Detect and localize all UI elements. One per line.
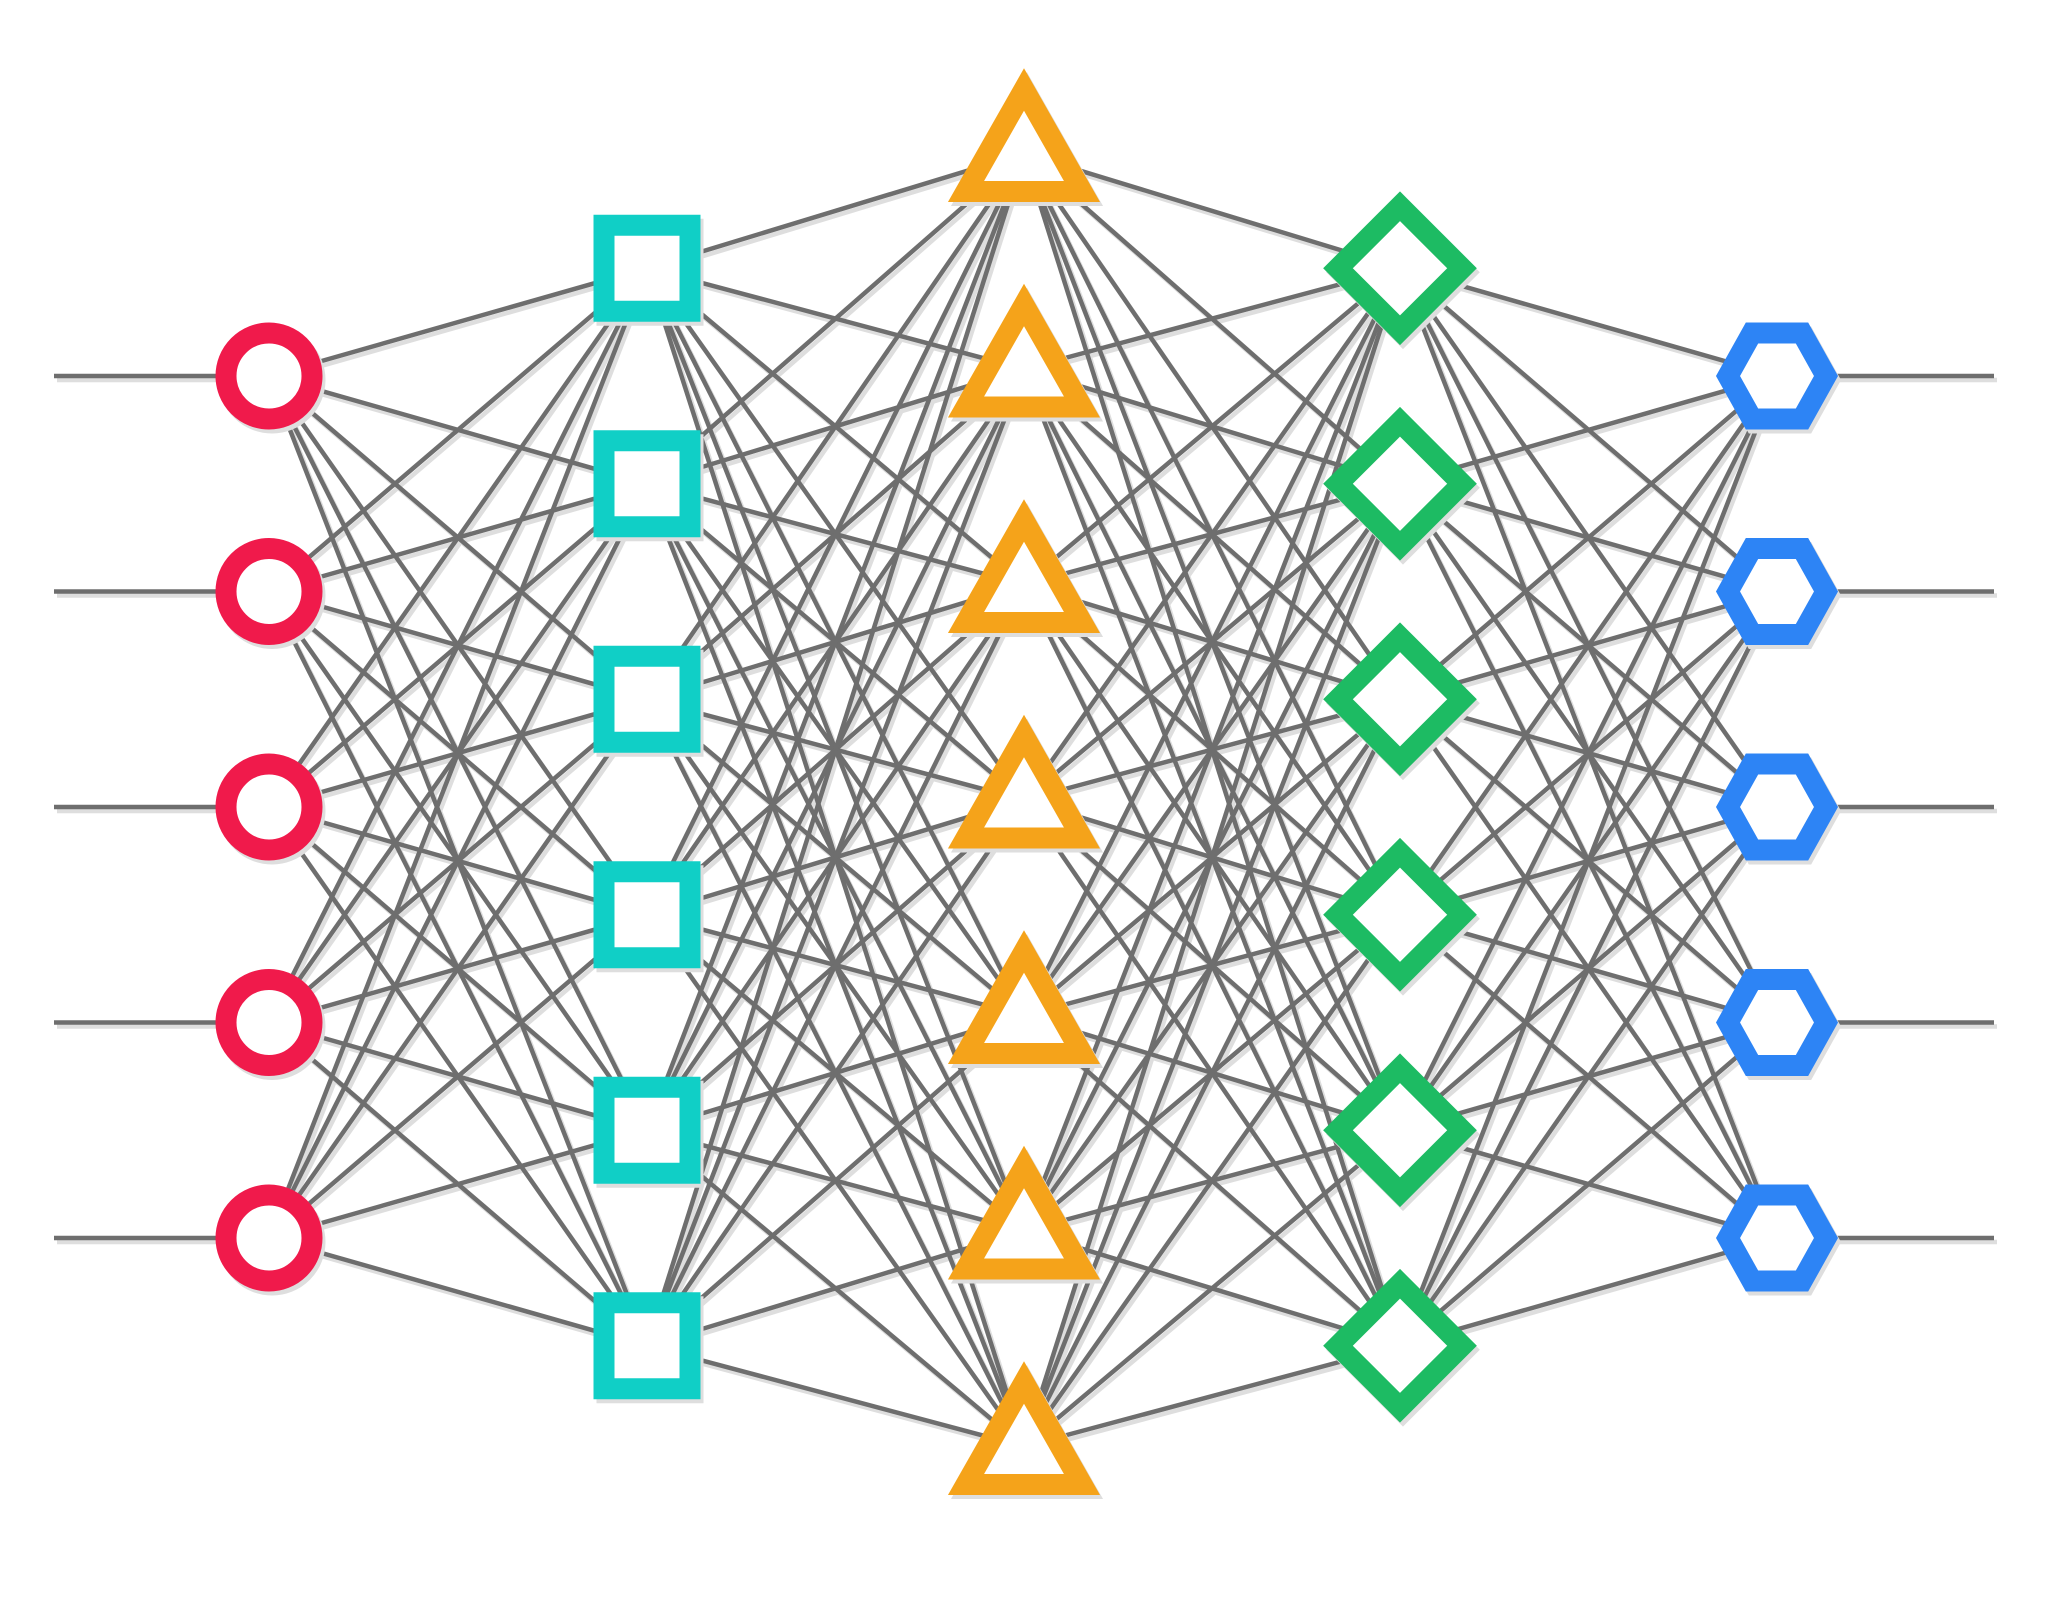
hidden-2-triangle-node [947,714,1101,849]
input-circle-node [215,322,323,430]
connection-edge [267,913,649,1240]
hidden-2-triangle-node [947,1145,1101,1280]
connection-edge [1397,374,1780,1132]
hidden-3-diamond-node [1323,1268,1477,1423]
hidden-1-square-node [593,430,701,538]
connection-edge [645,151,1026,486]
connection-edge [1021,267,1403,1017]
hidden-3-diamond-node [1323,191,1477,346]
hidden-1-square-node [593,1292,701,1400]
output-hexagon-node [1715,538,1839,645]
connection-edge [267,266,649,594]
hidden-2-triangle-node [947,1361,1101,1495]
connection-edge [645,1013,1026,1348]
output-hexagon-node [1715,753,1839,861]
connection-edge [268,1235,648,1348]
hidden-3-diamond-node [1323,406,1477,561]
connection-edge [645,798,1026,1348]
connection-edge [644,152,1027,1347]
connection-edge-shadow [1402,1239,1781,1352]
connection-edge [1398,374,1779,701]
connection-edge [1023,151,1401,271]
connection-edge [1023,1343,1401,1449]
connection-edge-shadow [1402,270,1781,383]
output-hexagon-node [1715,1184,1839,1292]
connection-edge [268,1128,648,1241]
input-circle-node [215,969,323,1076]
hidden-2-triangle-node [947,930,1101,1064]
connection-edge [1022,913,1402,1448]
connection-edge [1399,373,1778,486]
connection-edge [644,368,1027,1347]
connection-edge [1022,266,1402,587]
hidden-1-square-node [593,645,701,753]
connection-edge [267,697,649,1240]
connection-edge [1398,805,1779,1348]
connection-edge [1021,267,1403,1448]
connection-edge [646,1343,1025,1449]
connection-edge [1021,698,1403,1448]
connection-edge [267,266,649,809]
input-circle-node [215,1184,323,1292]
connection-edge [1021,267,1403,1232]
connection-edge [266,267,650,1024]
connection-edge [645,152,1026,701]
connection-edge [266,482,650,1240]
connection-edge [644,583,1027,1347]
hidden-3-diamond-node [1323,1053,1477,1208]
connection-edge [1397,590,1780,1347]
connection-edge [1023,266,1401,372]
connection-edge-shadow [1026,1347,1404,1453]
connection-edge [646,151,1025,271]
connection-edge [644,152,1027,916]
connection-edge [646,1228,1025,1348]
connection-edge [1022,266,1402,802]
connection-edge [1021,482,1403,1448]
edges [54,151,1994,1449]
output-hexagon-node [1715,969,1839,1076]
hidden-1-square-node [593,214,701,322]
connection-edge-shadow [649,1347,1028,1453]
hidden-1-square-node [593,861,701,969]
hidden-2-triangle-node [947,283,1101,418]
nodes [215,68,1842,1499]
connection-edge [1398,1020,1779,1348]
connection-edge-shadow [271,1239,651,1352]
output-hexagon-node [1715,322,1839,430]
input-circle-node [215,538,323,645]
hidden-1-square-node [593,1076,701,1184]
connection-edge [1398,374,1779,917]
hidden-2-triangle-node [947,68,1101,202]
connection-edge [1397,375,1780,1347]
connection-edge [1022,1128,1402,1449]
connection-edge [268,266,648,379]
connection-edge [1399,1235,1778,1348]
hidden-3-diamond-node [1323,837,1477,992]
connection-edge [644,152,1027,1132]
input-circle-node [215,753,323,861]
hidden-3-diamond-node [1323,622,1477,777]
hidden-2-triangle-node [947,499,1101,633]
connection-edge [266,267,650,1239]
connection-edge-shadow [271,270,651,383]
